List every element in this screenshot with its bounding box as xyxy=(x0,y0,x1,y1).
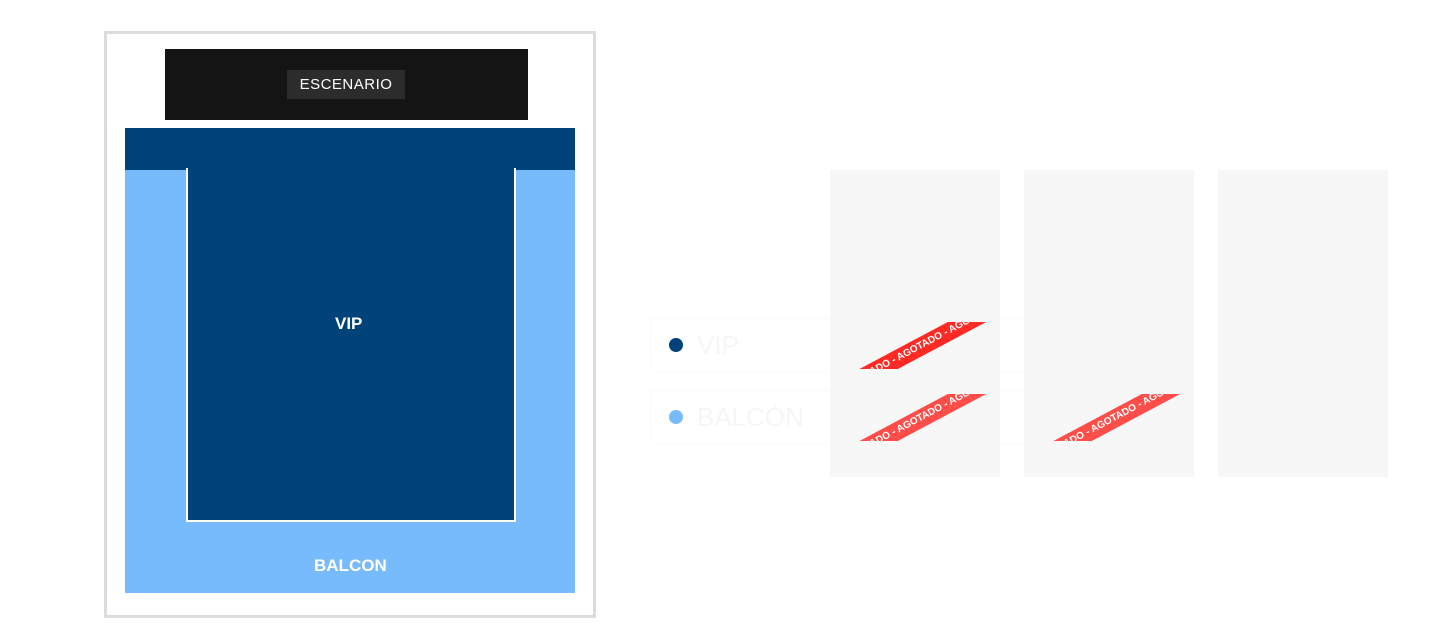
vip-dot-icon xyxy=(669,338,683,352)
stage-label: ESCENARIO xyxy=(287,70,405,99)
sold-out-ribbon: AGOTADO - AGOTADO - AGOTADO xyxy=(1024,394,1194,441)
stage: ESCENARIO xyxy=(165,49,528,120)
vip-label: VIP xyxy=(335,314,363,333)
ticket-card[interactable]: AGOTADO - AGOTADO - AGOTADO xyxy=(1024,170,1194,477)
zone-vip-front[interactable] xyxy=(125,128,575,170)
ticket-card[interactable]: AGOTADO - AGOTADO - AGOTADO AGOTADO - AG… xyxy=(830,170,1000,477)
balcon-dot-icon xyxy=(669,410,683,424)
sold-out-ribbon: AGOTADO - AGOTADO - AGOTADO xyxy=(830,322,1000,369)
ticket-card[interactable] xyxy=(1218,170,1388,477)
legend-label: VIP xyxy=(697,329,739,360)
sold-out-ribbon: AGOTADO - AGOTADO - AGOTADO xyxy=(830,394,1000,441)
balcon-label: BALCON xyxy=(314,556,387,575)
legend-label: BALCÓN xyxy=(697,401,804,432)
zone-vip[interactable] xyxy=(186,168,516,522)
